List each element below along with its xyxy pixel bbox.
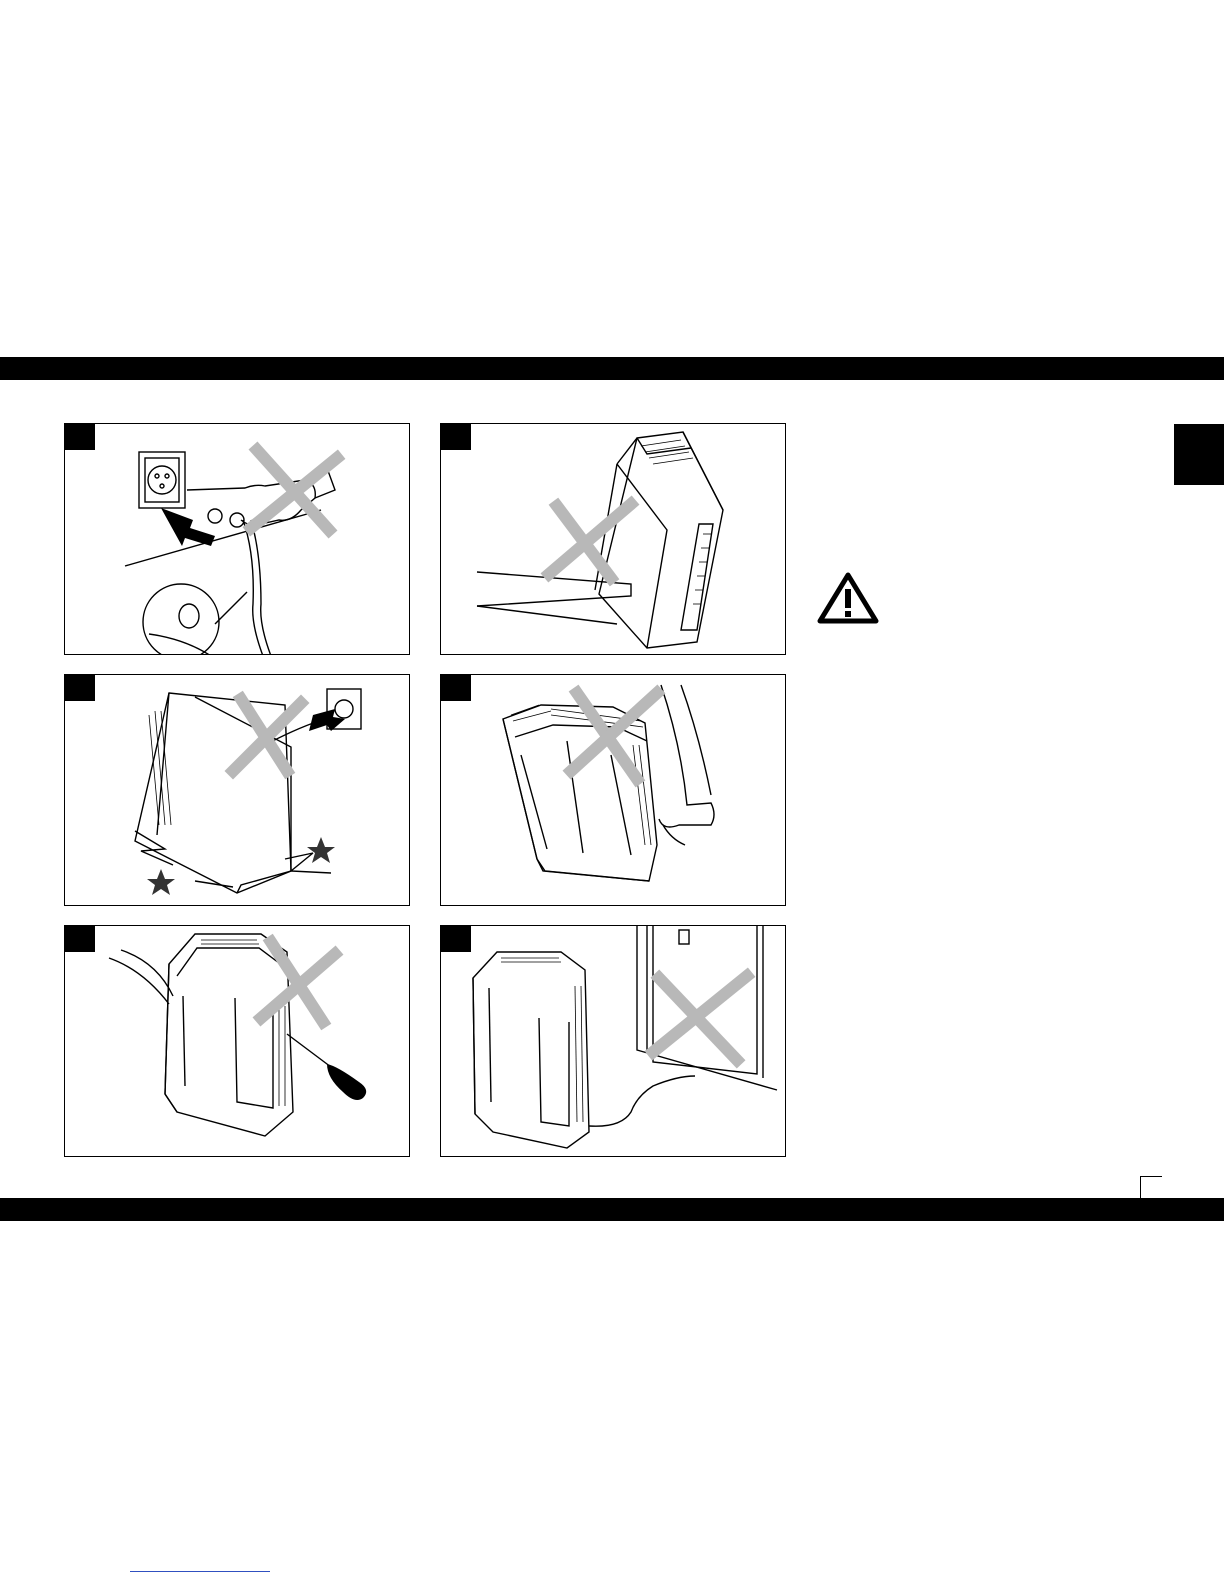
illustration-panel-5 bbox=[64, 925, 410, 1157]
tipping-unit-illustration bbox=[441, 424, 786, 655]
illustration-panel-3 bbox=[64, 674, 410, 906]
cord-under-door-illustration bbox=[441, 926, 786, 1157]
warning-triangle-icon bbox=[817, 572, 879, 624]
dropped-unit-illustration bbox=[65, 675, 410, 906]
illustration-panel-2 bbox=[440, 423, 786, 655]
footer-link-rule bbox=[130, 1571, 270, 1572]
language-tab bbox=[1174, 424, 1224, 485]
plug-socket-illustration bbox=[65, 424, 410, 655]
header-band bbox=[0, 357, 1224, 380]
illustration-panel-6 bbox=[440, 925, 786, 1157]
illustration-panel-4 bbox=[440, 674, 786, 906]
footer-band bbox=[0, 1198, 1224, 1221]
illustration-panel-1 bbox=[64, 423, 410, 655]
foot-kick-illustration bbox=[441, 675, 786, 906]
tools-illustration bbox=[65, 926, 410, 1157]
page-corner-mark bbox=[1140, 1176, 1162, 1198]
